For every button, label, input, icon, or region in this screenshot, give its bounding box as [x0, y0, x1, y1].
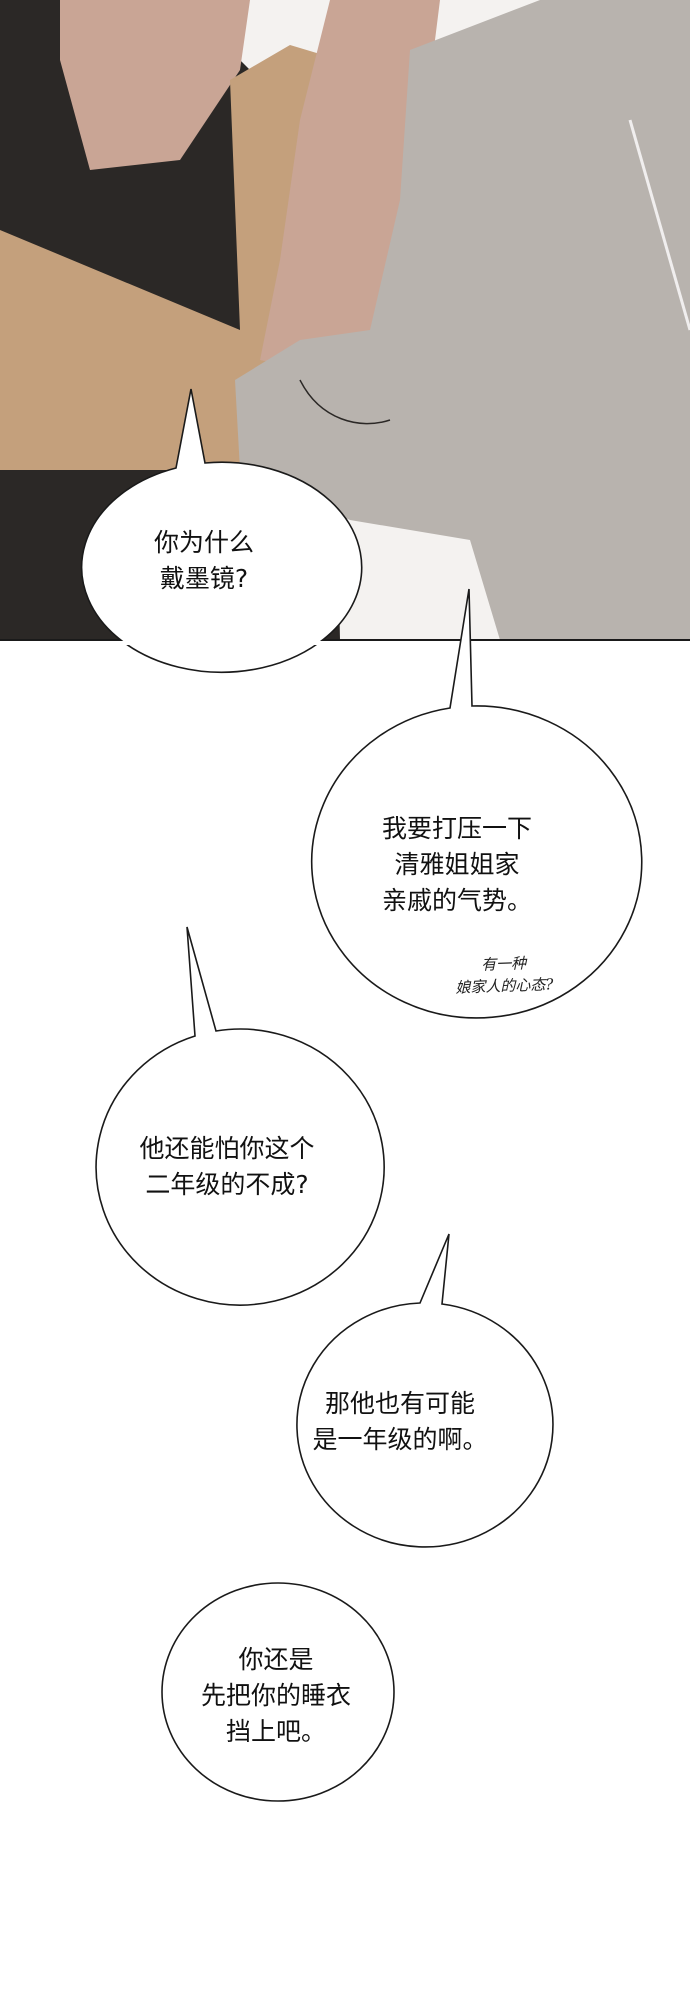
neck-skin	[60, 0, 250, 170]
raised-arm	[260, 0, 440, 380]
speech-bubbles	[80, 388, 643, 1802]
bubble-line: 我要打压一下	[381, 814, 533, 843]
bubble-line: 他还能怕你这个	[139, 1134, 315, 1163]
bubble-3	[95, 926, 385, 1306]
bubble-line: 你还是	[238, 1645, 314, 1674]
bubble-2-text: 我要打压一下 清雅姐姐家 亲戚的气势。	[382, 811, 532, 919]
bubble-2	[310, 588, 643, 1019]
bubble-line: 戴墨镜?	[159, 564, 249, 593]
bubble-line: 你为什么	[153, 528, 255, 557]
bubble-line: 是一年级的啊。	[312, 1425, 488, 1454]
handwritten-note: 有一种 娘家人的心态?	[454, 951, 554, 998]
bubble-1-text: 你为什么 戴墨镜?	[154, 525, 254, 597]
bubble-4	[296, 1233, 554, 1548]
bubble-line: 那他也有可能	[324, 1389, 476, 1418]
bubble-line: 清雅姐姐家	[394, 850, 520, 879]
note-line: 娘家人的心态?	[455, 975, 554, 997]
bubble-5-text: 你还是 先把你的睡衣 挡上吧。	[201, 1642, 351, 1750]
bubble-1	[80, 388, 363, 674]
bubble-line: 挡上吧。	[225, 1717, 327, 1746]
bubble-line: 亲戚的气势。	[381, 886, 533, 915]
bubble-3-text: 他还能怕你这个 二年级的不成?	[139, 1131, 314, 1203]
bubble-line: 二年级的不成?	[145, 1170, 309, 1199]
bubble-4-text: 那他也有可能 是一年级的啊。	[312, 1386, 487, 1458]
paper-bag	[0, 45, 345, 470]
hoodie-zipper	[628, 119, 690, 331]
grey-hoodie	[235, 0, 690, 640]
bubble-line: 先把你的睡衣	[200, 1681, 352, 1710]
bubble-5	[161, 1582, 395, 1802]
